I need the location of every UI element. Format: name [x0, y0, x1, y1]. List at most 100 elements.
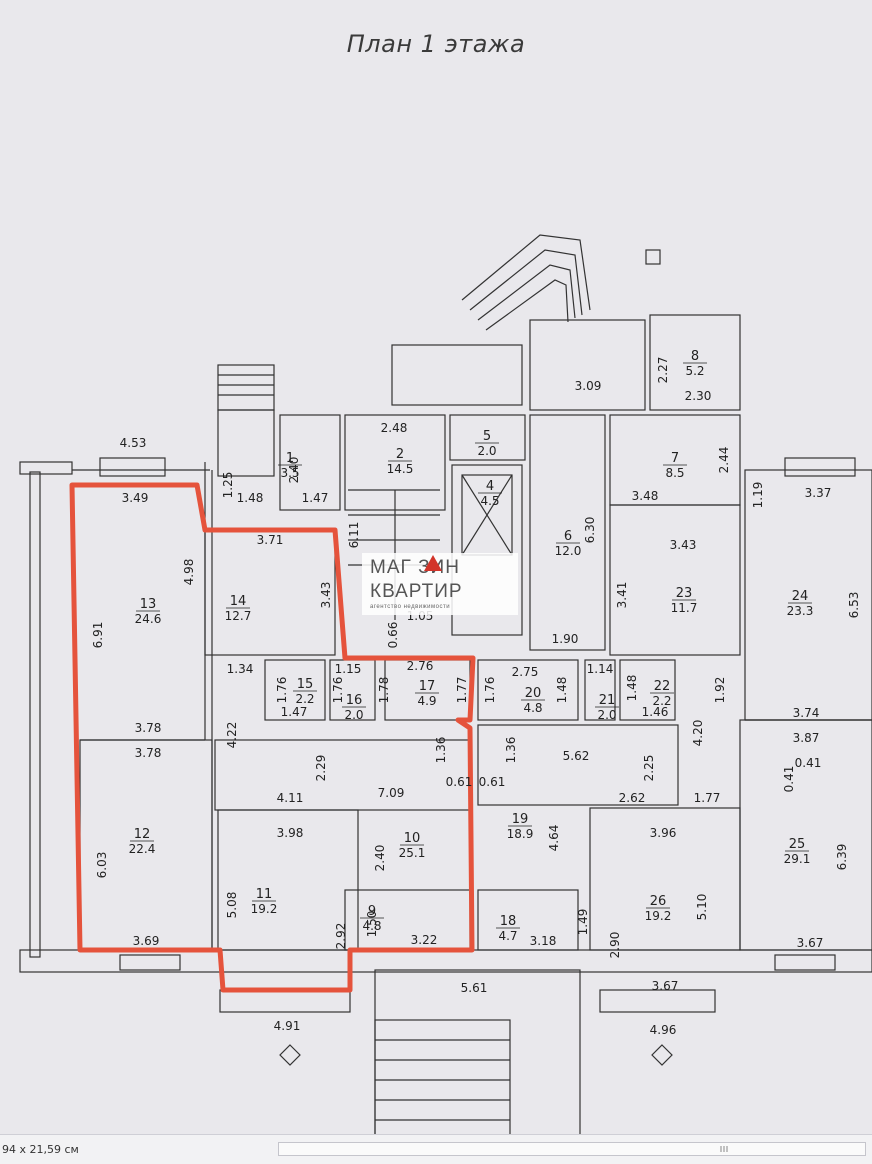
dimension-label: 4.91 [274, 1019, 301, 1033]
room-number: 13 [140, 597, 157, 612]
dimension-label: 3.37 [805, 486, 832, 500]
dimension-label: 2.27 [656, 357, 670, 384]
room-number: 6 [564, 529, 572, 544]
dimension-label: 3.74 [793, 706, 820, 720]
dimension-label: 6.53 [847, 592, 861, 619]
room-number: 22 [654, 679, 671, 694]
dimension-label: 1.48 [237, 491, 264, 505]
room-number: 19 [512, 812, 529, 827]
dimension-label: 1.76 [331, 677, 345, 704]
room-number: 7 [671, 451, 679, 466]
plan-title: План 1 этажа [346, 30, 526, 58]
room-number: 24 [792, 589, 809, 604]
dimension-label: 3.41 [615, 582, 629, 609]
dimension-label: 2.62 [619, 791, 646, 805]
dimension-label: 1.76 [275, 677, 289, 704]
dimension-label: 3.67 [797, 936, 824, 950]
scroll-grip-icon[interactable] [719, 1145, 729, 1153]
dimension-label: 1.77 [694, 791, 721, 805]
room-area: 2.0 [477, 444, 496, 458]
dimension-label: 0.41 [782, 766, 796, 793]
wall-segment [19, 949, 872, 973]
dimension-label: 4.96 [650, 1023, 677, 1037]
floor-plan-drawing: 13.5214.544.552.0612.078.585.294.81025.1… [19, 234, 872, 1134]
room-number: 11 [256, 887, 273, 902]
dimension-label: 2.40 [287, 457, 301, 484]
dimension-label: 1.78 [377, 677, 391, 704]
room-number: 5 [483, 429, 491, 444]
room-area: 11.7 [671, 601, 698, 615]
dimension-label: 2.92 [334, 923, 348, 950]
dimension-label: 4.64 [547, 825, 561, 852]
room-number: 9 [368, 904, 376, 919]
room-area: 2.2 [652, 694, 671, 708]
dimension-label: 2.76 [407, 659, 434, 673]
dimension-label: 6.39 [835, 844, 849, 871]
dimension-label: 1.47 [302, 491, 329, 505]
room-9-label: 94.8 [360, 904, 384, 933]
room-20-label: 204.8 [521, 686, 545, 715]
room-number: 2 [396, 447, 404, 462]
room-area: 4.7 [498, 929, 517, 943]
dimension-label: 1.48 [555, 677, 569, 704]
highlighted-premise-outline [69, 482, 476, 993]
room-21-label: 212.0 [595, 693, 619, 722]
dimension-label: 3.48 [632, 489, 659, 503]
dimension-label: 3.96 [650, 826, 677, 840]
room-number: 10 [404, 831, 421, 846]
room-number: 12 [134, 827, 151, 842]
horizontal-scrollbar[interactable] [278, 1142, 866, 1156]
room-area: 8.5 [665, 466, 684, 480]
room-area: 19.2 [251, 902, 278, 916]
room-area: 2.0 [597, 708, 616, 722]
room-area: 14.5 [387, 462, 414, 476]
dimension-label: 6.03 [95, 852, 109, 879]
dimension-label: 4.53 [120, 436, 147, 450]
dimension-label: 1.49 [576, 909, 590, 936]
watermark-line-2: КВАРТИР [370, 581, 463, 602]
room-area: 12.0 [555, 544, 582, 558]
dimension-label: 6.30 [583, 517, 597, 544]
dimension-label: 7.09 [378, 786, 405, 800]
room-area: 2.0 [344, 708, 363, 722]
dimension-label: 2.48 [381, 421, 408, 435]
dimension-label: 0.66 [386, 622, 400, 649]
room-area: 4.8 [362, 919, 381, 933]
dimension-label: 3.67 [652, 979, 679, 993]
room-area: 18.9 [507, 827, 534, 841]
room-area: 12.7 [225, 609, 252, 623]
room-number: 17 [419, 679, 436, 694]
room-number: 18 [500, 914, 517, 929]
room-labels: 13.5214.544.552.0612.078.585.294.81025.1… [129, 349, 814, 943]
dimension-label: 2.75 [512, 665, 539, 679]
room-area: 2.2 [295, 692, 314, 706]
room-16-label: 162.0 [342, 693, 366, 722]
room-22-label: 222.2 [650, 679, 674, 708]
room-2-label: 214.5 [387, 447, 414, 476]
room-number: 16 [346, 693, 363, 708]
room-7-label: 78.5 [663, 451, 687, 480]
room-number: 1 [286, 451, 294, 466]
room-area: 29.1 [784, 852, 811, 866]
dimension-label: 6.91 [91, 622, 105, 649]
watermark-line-1: МАГ ЗИН [370, 557, 460, 578]
room-area: 25.1 [399, 846, 426, 860]
dimension-label: 3.78 [135, 746, 162, 760]
dimension-label: 1.90 [552, 632, 579, 646]
dimension-label: 1.19 [751, 482, 765, 509]
dimension-label: 2.40 [373, 845, 387, 872]
dimension-label: 1.50 [365, 911, 379, 938]
dimension-label: 1.25 [221, 472, 235, 499]
dimension-label: 1.34 [227, 662, 254, 676]
room-area: 4.5 [480, 494, 499, 508]
room-area: 24.6 [135, 612, 162, 626]
watermark-logo: МАГ ЗИН КВАРТИР агентство недвижимости [362, 553, 518, 615]
room-number: 23 [676, 586, 693, 601]
room-area: 19.2 [645, 909, 672, 923]
room-number: 21 [599, 693, 616, 708]
dimension-label: 1.14 [587, 662, 614, 676]
